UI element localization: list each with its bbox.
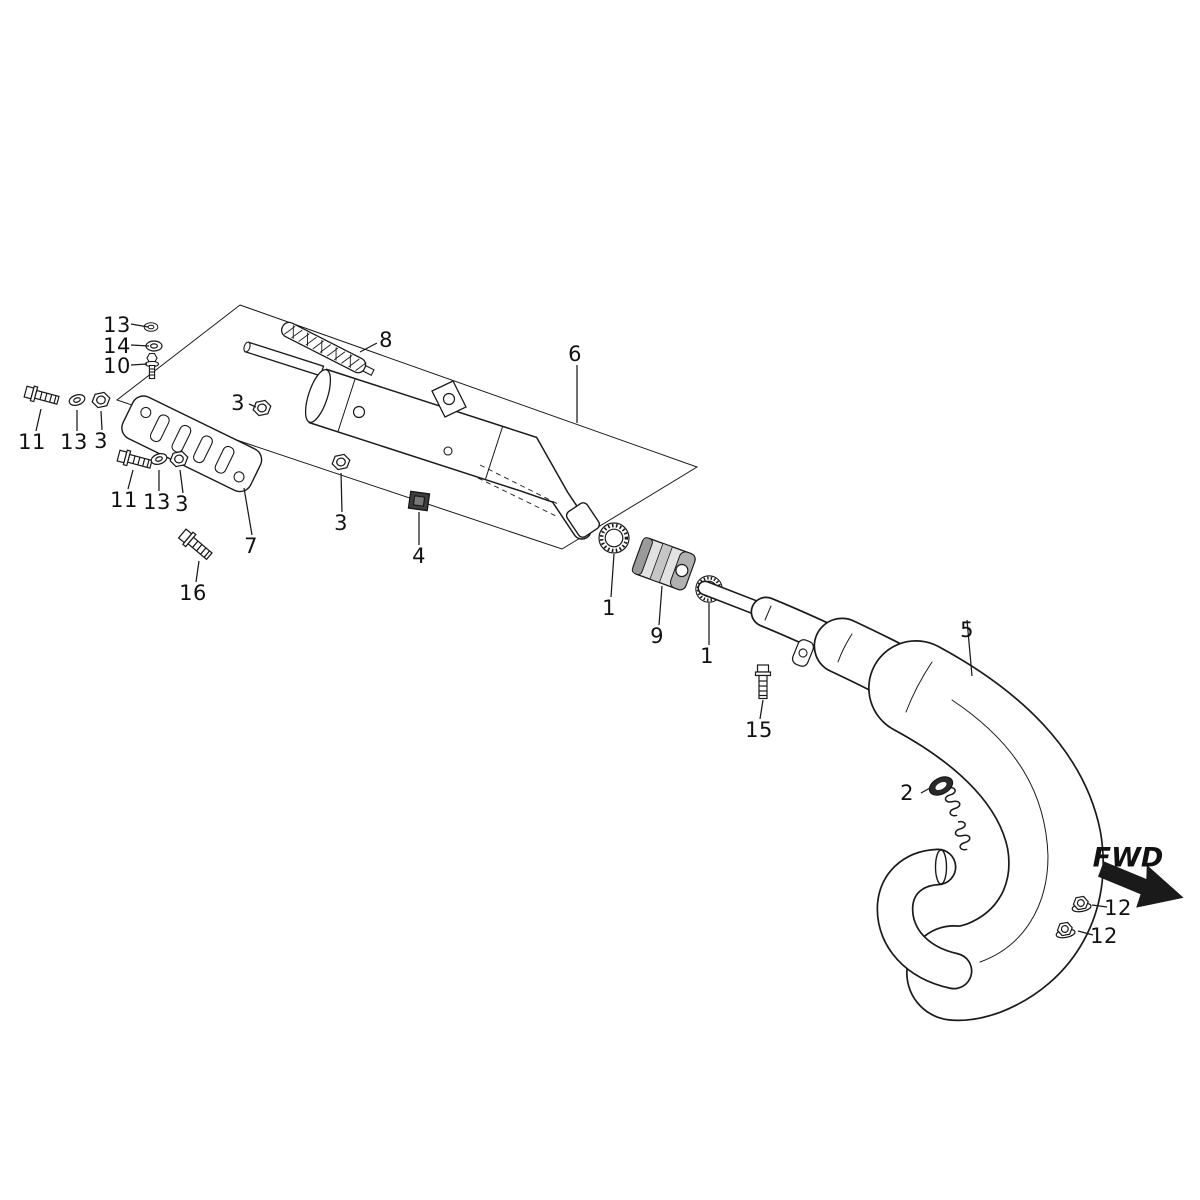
nut-icon: [90, 390, 112, 410]
mount-hole: [443, 446, 453, 456]
nut-icon: [330, 452, 352, 472]
bolt-icon: [116, 447, 154, 473]
callout-13-a: 13: [103, 313, 131, 337]
spring-hook-icon: [950, 819, 975, 852]
boundary-box: [115, 304, 699, 550]
callout-11-b: 11: [110, 488, 138, 512]
callout-12-a: 12: [1104, 896, 1132, 920]
callout-10: 10: [103, 354, 131, 378]
callout-13-c: 13: [143, 490, 171, 514]
weld-seam: [905, 661, 933, 713]
callout-6: 6: [568, 342, 582, 366]
expansion-chamber: [697, 580, 1105, 1022]
callout-11-a: 11: [18, 430, 46, 454]
callout-3-c: 3: [231, 391, 245, 415]
fwd-arrow: [1098, 861, 1184, 908]
callout-1-a: 1: [602, 596, 616, 620]
callout-3-d: 3: [334, 511, 348, 535]
callout-13-b: 13: [60, 430, 88, 454]
weld-seam: [764, 605, 772, 621]
outlet-hook: [876, 848, 973, 990]
weld-seam: [837, 633, 853, 663]
clamp-icon: [928, 776, 954, 796]
pipe-sleeve: [565, 502, 601, 538]
callout-15: 15: [745, 718, 773, 742]
bracket-tab: [791, 639, 815, 667]
callout-3-b: 3: [175, 492, 189, 516]
bolt-icon: [754, 664, 772, 700]
callout-14: 14: [103, 334, 131, 358]
mount-bracket: [431, 380, 467, 418]
fwd-label: FWD: [1092, 842, 1164, 874]
callout-12-b: 12: [1090, 924, 1118, 948]
washer-icon: [67, 392, 87, 408]
bolt-icon: [23, 383, 61, 409]
muffler-body: [304, 368, 601, 540]
chamber-contour: [951, 699, 1049, 963]
joint-icon: [631, 537, 696, 591]
callout-5: 5: [960, 618, 974, 642]
leader-lines: [35, 323, 1108, 936]
bolt-icon: [144, 352, 160, 380]
pipe-end: [934, 849, 948, 885]
bolt-icon: [176, 526, 215, 563]
mount-hole: [352, 405, 366, 419]
baffle-spring: [280, 321, 375, 376]
callout-3-a: 3: [94, 429, 108, 453]
gasket-icon: [597, 521, 631, 555]
callout-1-b: 1: [700, 644, 714, 668]
heat-shield: [121, 395, 263, 493]
callout-8: 8: [379, 328, 393, 352]
square-nut-icon: [407, 490, 431, 512]
nut-icon: [251, 398, 273, 418]
callout-9: 9: [650, 624, 664, 648]
callout-4: 4: [412, 544, 426, 568]
callout-2: 2: [900, 781, 914, 805]
callout-16: 16: [179, 581, 207, 605]
callout-7: 7: [244, 534, 258, 558]
